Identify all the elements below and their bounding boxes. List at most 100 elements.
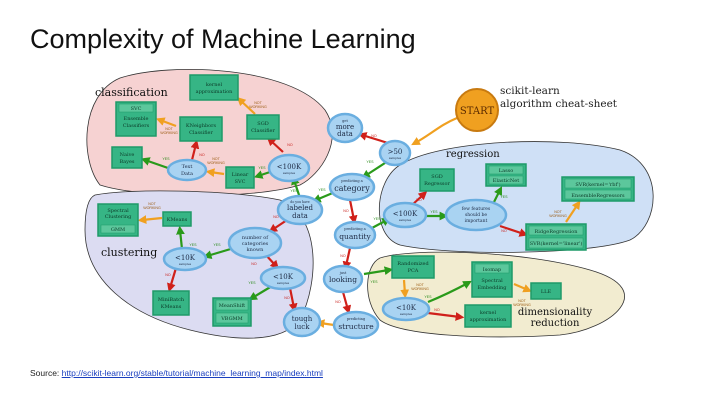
diagram-text: <10K: [175, 254, 196, 262]
estimator-randomized-pca[interactable]: Randomized PCA: [391, 255, 435, 279]
diagram-text: Ensemble: [124, 116, 149, 122]
estimator-kernel-approximation-dim[interactable]: kernel approximation: [464, 304, 512, 328]
diagram-text: tough: [292, 315, 313, 323]
diagram-text: structure: [338, 322, 374, 331]
node-few-features[interactable]: few features should be important: [444, 198, 508, 232]
diagram-text: MiniBatch: [158, 297, 185, 303]
arrow-gt50-yes: [361, 162, 386, 179]
diagram-text: Randomized: [397, 261, 429, 267]
edge-label-not-working: WORKING: [143, 206, 161, 210]
node-just-looking[interactable]: just looking: [322, 264, 364, 294]
diagram-text: should be: [465, 212, 487, 218]
source-citation: Source: http://scikit-learn.org/stable/t…: [30, 368, 323, 378]
node-predicting-quantity[interactable]: predicting a quantity: [333, 220, 377, 250]
edge-label-yes: YES: [290, 189, 298, 193]
diagram-text: important: [465, 218, 488, 224]
edge-label-no: NO: [501, 229, 507, 233]
node-dim-10k-samples[interactable]: <10K samples: [381, 296, 431, 322]
diagram-text: samples: [400, 312, 413, 316]
estimator-naive-bayes[interactable]: Naive Bayes: [111, 146, 143, 169]
diagram-text: Lasso: [499, 168, 513, 174]
diagram-text: Embedding: [478, 285, 508, 291]
node-predicting-category[interactable]: predicting a category: [328, 172, 376, 202]
diagram-text: ElasticNet: [493, 178, 520, 184]
estimator-ridge-regression[interactable]: RidgeRegression SVR(kernel='linear'): [525, 223, 587, 251]
estimator-kneighbors-classifier[interactable]: KNeighbors Classifier: [179, 116, 223, 142]
source-link[interactable]: http://scikit-learn.org/stable/tutorial/…: [61, 368, 323, 378]
diagram-text: Classifiers: [123, 123, 150, 129]
edge-label-not-working: NOT: [165, 127, 173, 131]
estimator-meanshift[interactable]: MeanShift VBGMM: [212, 297, 252, 327]
edge-label-not-working: NOT: [416, 283, 424, 287]
estimator-lasso[interactable]: Lasso ElasticNet: [485, 163, 527, 187]
edge-label-no: NO: [199, 153, 205, 157]
edge-label-not-working: NOT: [518, 299, 526, 303]
diagram-text: approximation: [196, 89, 234, 95]
diagram-text: Data: [181, 171, 193, 177]
node-clustering-10k-samples[interactable]: <10K samples: [162, 246, 208, 272]
diagram-text: samples: [277, 281, 290, 285]
diagram-text: luck: [295, 323, 311, 331]
diagram-text: SVR(kernel='rbf'): [575, 181, 620, 188]
node-gt50-samples[interactable]: >50 samples: [378, 139, 412, 167]
diagram-text: SGD: [431, 174, 442, 180]
arrow-kmeans-notworking: [137, 215, 163, 224]
dimensionality-label-2: reduction: [531, 318, 580, 329]
diagram-text: Regressor: [424, 181, 450, 187]
arrow-10k-no: [288, 287, 298, 313]
node-labeled-data[interactable]: do you have labeled data: [276, 194, 324, 226]
estimator-minibatch-kmeans[interactable]: MiniBatch KMeans: [152, 290, 190, 316]
node-get-more-data[interactable]: get more data: [326, 112, 364, 144]
arrow-quantity-yes: [371, 217, 391, 229]
diagram-text: SVR(kernel='linear'): [530, 240, 583, 247]
edge-label-no: NO: [335, 300, 341, 304]
estimator-svr-rbf[interactable]: SVR(kernel='rbf') EnsembleRegressors: [561, 176, 635, 202]
diagram-text: MeanShift: [219, 303, 245, 309]
diagram-text: KNeighbors: [186, 123, 217, 129]
diagram-text: get: [342, 119, 348, 123]
diagram-text: <100K: [277, 163, 302, 171]
arrows: [137, 96, 581, 328]
classification-label: classification: [95, 86, 168, 99]
node-tough-luck[interactable]: tough luck: [282, 306, 322, 338]
estimator-linear-svc[interactable]: Linear SVC: [225, 166, 255, 189]
estimator-sgd-classifier[interactable]: SGD Classifier: [246, 114, 280, 140]
edge-label-no: NO: [165, 273, 171, 277]
edge-labels: NO YES YES NO YES NO NO YES NOT WORKING …: [143, 101, 567, 312]
diagram-text: more: [336, 123, 354, 131]
node-class-100k-samples[interactable]: <100K samples: [267, 153, 311, 183]
arrow-isomap-notworking: [513, 282, 533, 293]
estimator-isomap[interactable]: Isomap Spectral Embedding: [471, 261, 513, 298]
edge-label-yes: YES: [424, 295, 432, 299]
node-regression-100k-samples[interactable]: <100K samples: [382, 201, 428, 229]
node-text-data[interactable]: Text Data: [166, 158, 208, 182]
node-10k-samples[interactable]: <10K samples: [259, 265, 307, 291]
estimator-svc[interactable]: SVC Ensemble Classifiers: [115, 101, 157, 137]
arrow-quantity-no: [342, 247, 352, 271]
estimator-kernel-approximation-classification[interactable]: kernel approximation: [189, 74, 239, 101]
edge-label-not-working: WORKING: [207, 161, 225, 165]
node-predicting-structure[interactable]: predicting structure: [332, 310, 380, 340]
diagram-text: LLE: [541, 289, 552, 295]
arrow-dim10k-yes: [427, 280, 472, 304]
estimator-spectral-clustering[interactable]: Spectral Clustering GMM: [97, 203, 139, 237]
diagram-text: samples: [283, 171, 296, 175]
diagram-text: RidgeRegression: [535, 229, 579, 235]
estimator-kmeans[interactable]: KMeans: [162, 211, 192, 227]
estimator-lle[interactable]: LLE: [530, 282, 562, 300]
arrow-sgd-notworking: [236, 96, 256, 115]
diagram-text: PCA: [408, 268, 419, 274]
diagram-text: Naive: [120, 152, 135, 158]
diagram-text: predicting a: [344, 227, 366, 231]
edge-label-not-working: WORKING: [160, 131, 178, 135]
edge-label-yes: YES: [162, 157, 170, 161]
diagram-text: SVC: [131, 106, 142, 112]
start-node[interactable]: START: [455, 88, 499, 132]
estimator-sgd-regressor[interactable]: SGD Regressor: [419, 168, 455, 192]
edge-label-not-working: WORKING: [513, 303, 531, 307]
node-number-of-categories[interactable]: number of categories known: [227, 226, 283, 260]
arrow-clust10k-yes: [176, 225, 185, 250]
arrow-kneighbors-notworking: [155, 117, 177, 128]
edge-label-no: NO: [284, 296, 290, 300]
